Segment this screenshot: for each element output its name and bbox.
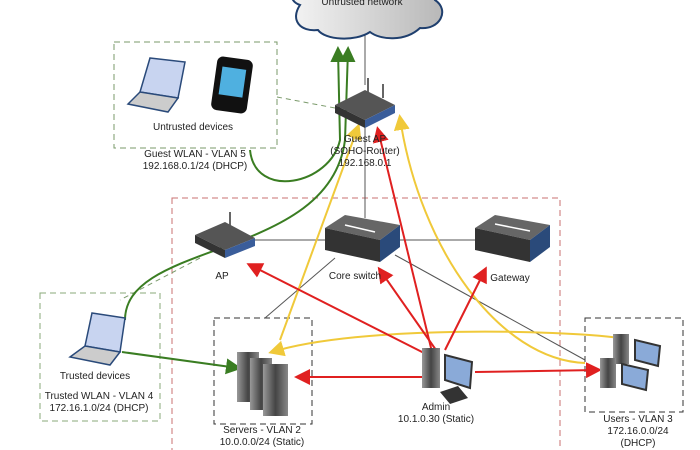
core-switch-icon [325,215,400,262]
guest-wlan-name: Guest WLAN - VLAN 5 [144,149,246,160]
ap-label: AP [215,271,229,282]
trusted-wlan-name: Trusted WLAN - VLAN 4 [44,391,154,402]
gateway-label: Gateway [490,273,530,284]
guest-ap-label: Guest AP(SOHO-Router)192.168.0.1 [330,134,399,170]
laptop-icon [68,312,126,366]
wired-links [255,35,586,361]
server-rack-icon [237,352,288,416]
servers-subnet: 10.0.0.0/24 (Static) [219,437,305,448]
router-icon [335,78,395,128]
admin-name: Admin [421,402,451,413]
cloud-icon [291,0,444,40]
yellow-flows [268,114,621,364]
untrusted-devices-label: Untrusted devices [152,122,234,133]
servers-name: Servers - VLAN 2 [223,425,301,436]
users-zone [584,317,684,413]
guest-ap-type: (SOHO-Router) [330,146,400,157]
trusted-wlan-subnet: 172.16.1.0/24 (DHCP) [49,403,149,414]
users-subnet: 172.16.0.0/24 [607,426,669,437]
wireless-links [119,96,336,301]
smartphone-icon [211,56,253,114]
trusted-devices-label: Trusted devices [59,371,131,382]
gateway-icon [475,215,550,262]
admin-ip: 10.1.0.30 (Static) [397,414,475,425]
workstation-icon [422,348,474,404]
internal-zone [171,197,561,450]
laptop-icon [126,57,186,113]
core-switch-label: Core switch [328,271,382,282]
access-point-icon [195,212,255,258]
cloud-label: Untrusted network [321,0,403,8]
guest-ap-name: Guest AP [343,134,387,145]
red-flows [246,126,602,385]
untrusted-devices-zone [113,41,278,149]
guest-ap-ip: 192.168.0.1 [338,158,392,169]
users-dhcp: (DHCP) [620,438,656,449]
guest-wlan-subnet: 192.168.0.1/24 (DHCP) [142,161,248,172]
users-name: Users - VLAN 3 [603,414,673,425]
workstations-icon [600,334,662,392]
servers-zone [213,317,313,425]
